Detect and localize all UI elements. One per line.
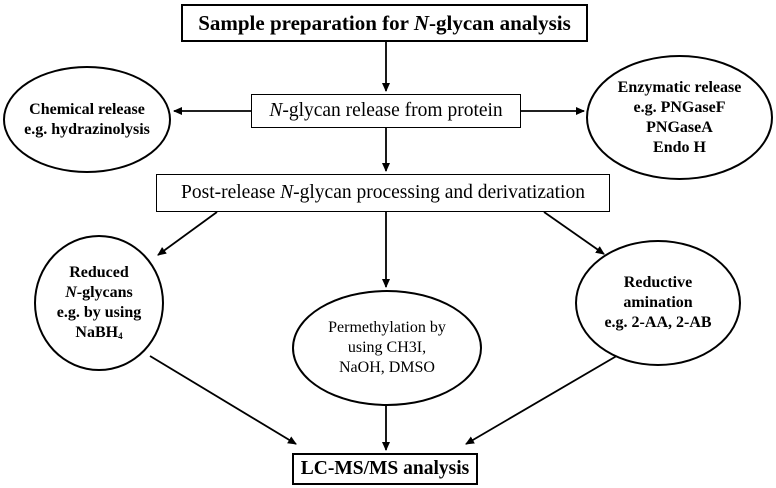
release-text: N-glycan release from protein [269,100,502,122]
chemical-release-node: Chemical release e.g. hydrazinolysis [3,66,171,173]
release-suffix: -glycan release from protein [282,100,503,121]
title-text: Sample preparation for N-glycan analysis [198,11,571,36]
permethylation-line3: NaOH, DMSO [338,359,435,376]
arrow-reductive-to-lcms [465,353,621,445]
title-box: Sample preparation for N-glycan analysis [181,4,588,42]
release-box: N-glycan release from protein [251,94,521,128]
permethylation-line1: Permethylation by [328,319,446,336]
reduced-line4-subscript: 4 [118,331,123,341]
reduced-line3: e.g. by using [56,304,142,321]
title-prefix: Sample preparation for [198,10,414,35]
permethylation-node: Permethylation by using CH3I, NaOH, DMSO [292,290,482,406]
reductive-line2: amination [623,294,693,311]
release-italic: N [269,100,283,121]
enzymatic-line2: e.g. PNGaseF [633,98,726,116]
post-release-suffix: -glycan processing and derivatization [293,182,585,203]
lcms-analysis-text: LC-MS/MS analysis [300,458,470,479]
enzymatic-line4: Endo H [653,138,706,156]
reductive-amination-node: Reductive amination e.g. 2-AA, 2-AB [575,240,741,366]
permethylation-line2: using CH3I, [347,339,427,356]
arrow-reduced-to-lcms [149,355,297,445]
enzymatic-line1: Enzymatic release [617,78,742,96]
reduced-glycans-node: Reduced N-glycans e.g. by using NaBH4 [34,235,164,371]
reductive-line3: e.g. 2-AA, 2-AB [604,314,712,331]
reduced-line4-main: NaBH [75,324,119,341]
chemical-line1: Chemical release [29,100,145,118]
post-release-prefix: Post-release [181,182,281,203]
lcms-analysis-box: LC-MS/MS analysis [292,453,478,485]
enzymatic-release-node: Enzymatic release e.g. PNGaseF PNGaseA E… [586,55,773,180]
post-release-text: Post-release N-glycan processing and der… [181,182,585,204]
reduced-line2: N-glycans [57,283,141,303]
arrow-post-to-reduced [157,211,218,256]
arrow-post-to-reductive [543,211,605,255]
reduced-line2-suffix: -glycans [76,284,133,301]
enzymatic-line3: PNGaseA [646,118,713,136]
reduced-line2-italic: N [65,284,77,301]
reduced-line4: NaBH4 [57,323,141,343]
post-release-italic: N [280,182,294,203]
chemical-line2: e.g. hydrazinolysis [24,120,150,138]
reductive-line1: Reductive [623,274,693,291]
title-italic: N [413,10,430,35]
reduced-line1: Reduced [69,264,129,281]
title-suffix: -glycan analysis [429,10,571,35]
post-release-box: Post-release N-glycan processing and der… [156,174,610,212]
